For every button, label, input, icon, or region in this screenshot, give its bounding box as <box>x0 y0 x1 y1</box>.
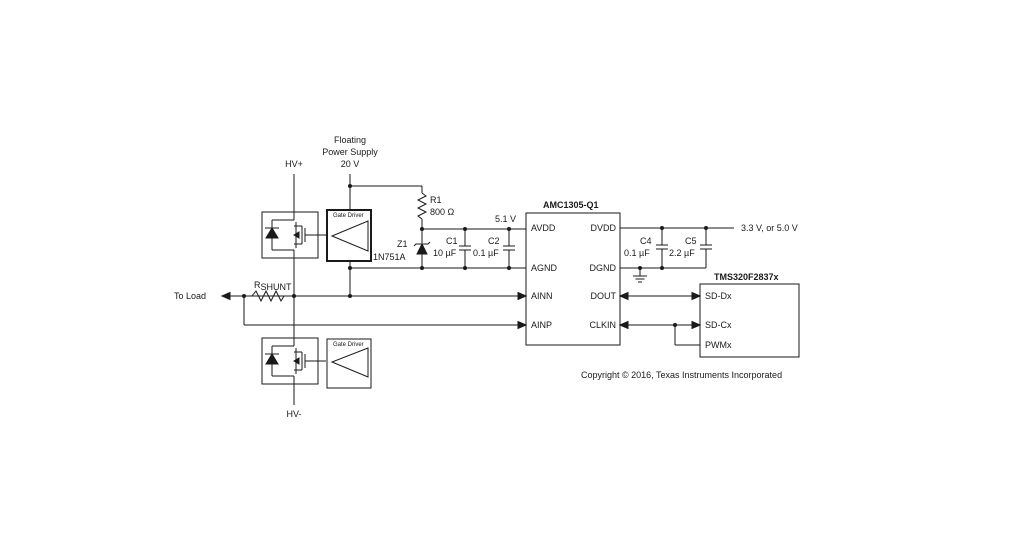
z1-name: Z1 <box>397 239 408 249</box>
to-load-label: To Load <box>174 291 206 301</box>
c4-name: C4 <box>640 236 652 246</box>
z1-part: 1N751A <box>373 252 406 262</box>
net-5v1-label: 5.1 V <box>495 214 516 224</box>
pin-agnd: AGND <box>531 263 558 273</box>
r1-resistor-symbol <box>416 192 428 220</box>
junction-dots <box>242 184 708 327</box>
lower-gate-driver: Gate Driver <box>326 338 372 389</box>
floating-supply-wiring <box>349 174 526 296</box>
pin-dout: DOUT <box>591 291 617 301</box>
c1-value: 10 µF <box>433 248 457 258</box>
hv-plus-label: HV+ <box>285 159 303 169</box>
pin-ainp: AINP <box>531 320 552 330</box>
shunt-label: RSHUNT <box>254 280 292 292</box>
pin-sd-dx: SD-Dx <box>705 291 732 301</box>
lower-switch <box>261 337 326 385</box>
pin-clkin: CLKIN <box>589 320 616 330</box>
zener-diode-icon <box>416 242 428 255</box>
shunt-resistor-symbol <box>251 289 285 303</box>
amc1305-title: AMC1305-Q1 <box>543 200 599 210</box>
upper-switch <box>261 211 326 259</box>
dvdd-supply-label: 3.3 V, or 5.0 V <box>741 223 798 233</box>
main-rail-wiring <box>226 174 526 405</box>
shunt-label-sub: SHUNT <box>261 282 293 292</box>
c5-value: 2.2 µF <box>669 248 695 258</box>
pin-sd-cx: SD-Cx <box>705 320 732 330</box>
c2-value: 0.1 µF <box>473 248 499 258</box>
c4-value: 0.1 µF <box>624 248 650 258</box>
ainn-arrow-icon <box>517 291 528 301</box>
amc1305-block: AMC1305-Q1 AVDD AGND AINN AINP DVDD DGND… <box>517 200 621 346</box>
tms320-block: TMS320F2837x SD-Dx SD-Cx PWMx <box>699 272 800 358</box>
r1-name: R1 <box>430 195 442 205</box>
hv-minus-label: HV- <box>286 409 301 419</box>
lower-gate-driver-label: Gate Driver <box>333 342 364 348</box>
c5-name: C5 <box>685 236 697 246</box>
shunt-label-main: R <box>254 280 261 290</box>
lower-body-diode-icon <box>265 353 279 365</box>
digital-side-wiring <box>618 227 734 346</box>
tms320-title: TMS320F2837x <box>714 272 779 282</box>
supply-line1: Floating <box>334 135 366 145</box>
supply-line3: 20 V <box>341 159 360 169</box>
upper-gate-driver-label: Gate Driver <box>333 213 364 219</box>
pin-ainn: AINN <box>531 291 553 301</box>
upper-body-diode-icon <box>265 227 279 239</box>
pin-pwmx: PWMx <box>705 340 732 350</box>
pin-dgnd: DGND <box>590 263 617 273</box>
labels: Floating Power Supply 20 V HV+ HV- To Lo… <box>174 135 798 419</box>
supply-line2: Power Supply <box>322 147 378 157</box>
to-load-arrow-icon <box>220 291 231 301</box>
r1-value: 800 Ω <box>430 207 455 217</box>
c2-name: C2 <box>488 236 500 246</box>
copyright-text: Copyright © 2016, Texas Instruments Inco… <box>581 370 782 380</box>
ainp-arrow-icon <box>517 320 528 330</box>
pin-dvdd: DVDD <box>590 223 616 233</box>
c1-name: C1 <box>446 236 458 246</box>
upper-gate-driver: Gate Driver <box>326 209 372 262</box>
pin-avdd: AVDD <box>531 223 556 233</box>
lower-driver-buffer-icon <box>330 347 369 378</box>
upper-driver-buffer-icon <box>330 220 369 252</box>
